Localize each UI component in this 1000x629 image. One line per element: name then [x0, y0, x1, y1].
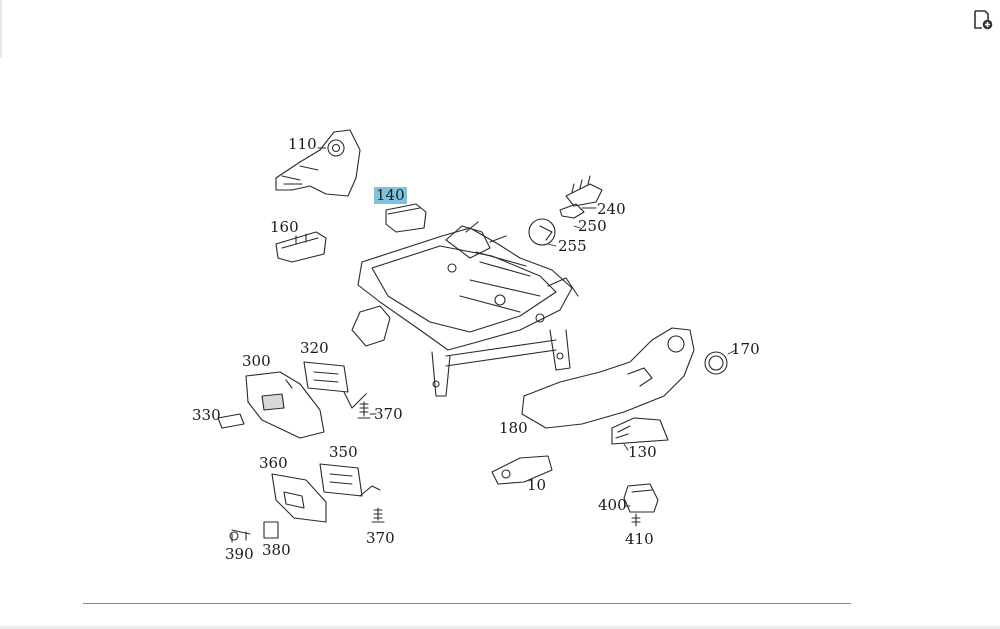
part-255-ring[interactable] [528, 218, 556, 246]
part-320-bracket[interactable] [303, 361, 367, 409]
label-160[interactable]: 160 [270, 218, 299, 236]
leader-lines [317, 147, 737, 507]
document-add-icon[interactable] [972, 9, 994, 31]
part-110-bracket[interactable] [275, 129, 361, 197]
part-140-pad[interactable] [385, 203, 427, 233]
left-panel-edge [0, 0, 2, 58]
label-250[interactable]: 250 [578, 217, 607, 235]
label-255[interactable]: 255 [558, 237, 587, 255]
label-350[interactable]: 350 [329, 443, 358, 461]
label-300[interactable]: 300 [242, 352, 271, 370]
label-180[interactable]: 180 [499, 419, 528, 437]
part-240-clip[interactable] [565, 175, 603, 207]
part-180-side-cover[interactable] [521, 327, 695, 429]
bottom-band [0, 626, 1000, 629]
part-10-handle[interactable] [491, 455, 553, 485]
label-400[interactable]: 400 [598, 496, 627, 514]
label-240[interactable]: 240 [597, 200, 626, 218]
part-130-trim[interactable] [611, 417, 669, 445]
label-10[interactable]: 10 [527, 476, 547, 494]
part-250-clip[interactable] [559, 203, 585, 219]
label-380[interactable]: 380 [262, 541, 291, 559]
part-370-screw-lower[interactable] [371, 507, 385, 523]
label-170[interactable]: 170 [731, 340, 760, 358]
part-300-cover[interactable] [245, 371, 325, 439]
part-330-clip[interactable] [217, 413, 245, 429]
part-350-bracket[interactable] [319, 463, 381, 497]
part-370-screw-upper[interactable] [357, 401, 371, 419]
part-410-screw[interactable] [631, 513, 641, 527]
part-170-knob[interactable] [704, 351, 728, 375]
part-380-nut[interactable] [263, 521, 279, 539]
label-320[interactable]: 320 [300, 339, 329, 357]
label-330[interactable]: 330 [192, 406, 221, 424]
label-370-upper[interactable]: 370 [374, 405, 403, 423]
label-410[interactable]: 410 [625, 530, 654, 548]
seat-frame-part[interactable] [351, 221, 579, 397]
part-360-housing[interactable] [271, 473, 327, 523]
label-390[interactable]: 390 [225, 545, 254, 563]
part-390-screw[interactable] [229, 529, 251, 543]
label-140[interactable]: 140 [374, 186, 407, 204]
part-400-motor[interactable] [623, 483, 659, 513]
bottom-divider [83, 603, 851, 604]
label-110[interactable]: 110 [288, 135, 317, 153]
label-370-lower[interactable]: 370 [366, 529, 395, 547]
label-130[interactable]: 130 [628, 443, 657, 461]
part-160-clip[interactable] [275, 231, 327, 263]
label-360[interactable]: 360 [259, 454, 288, 472]
